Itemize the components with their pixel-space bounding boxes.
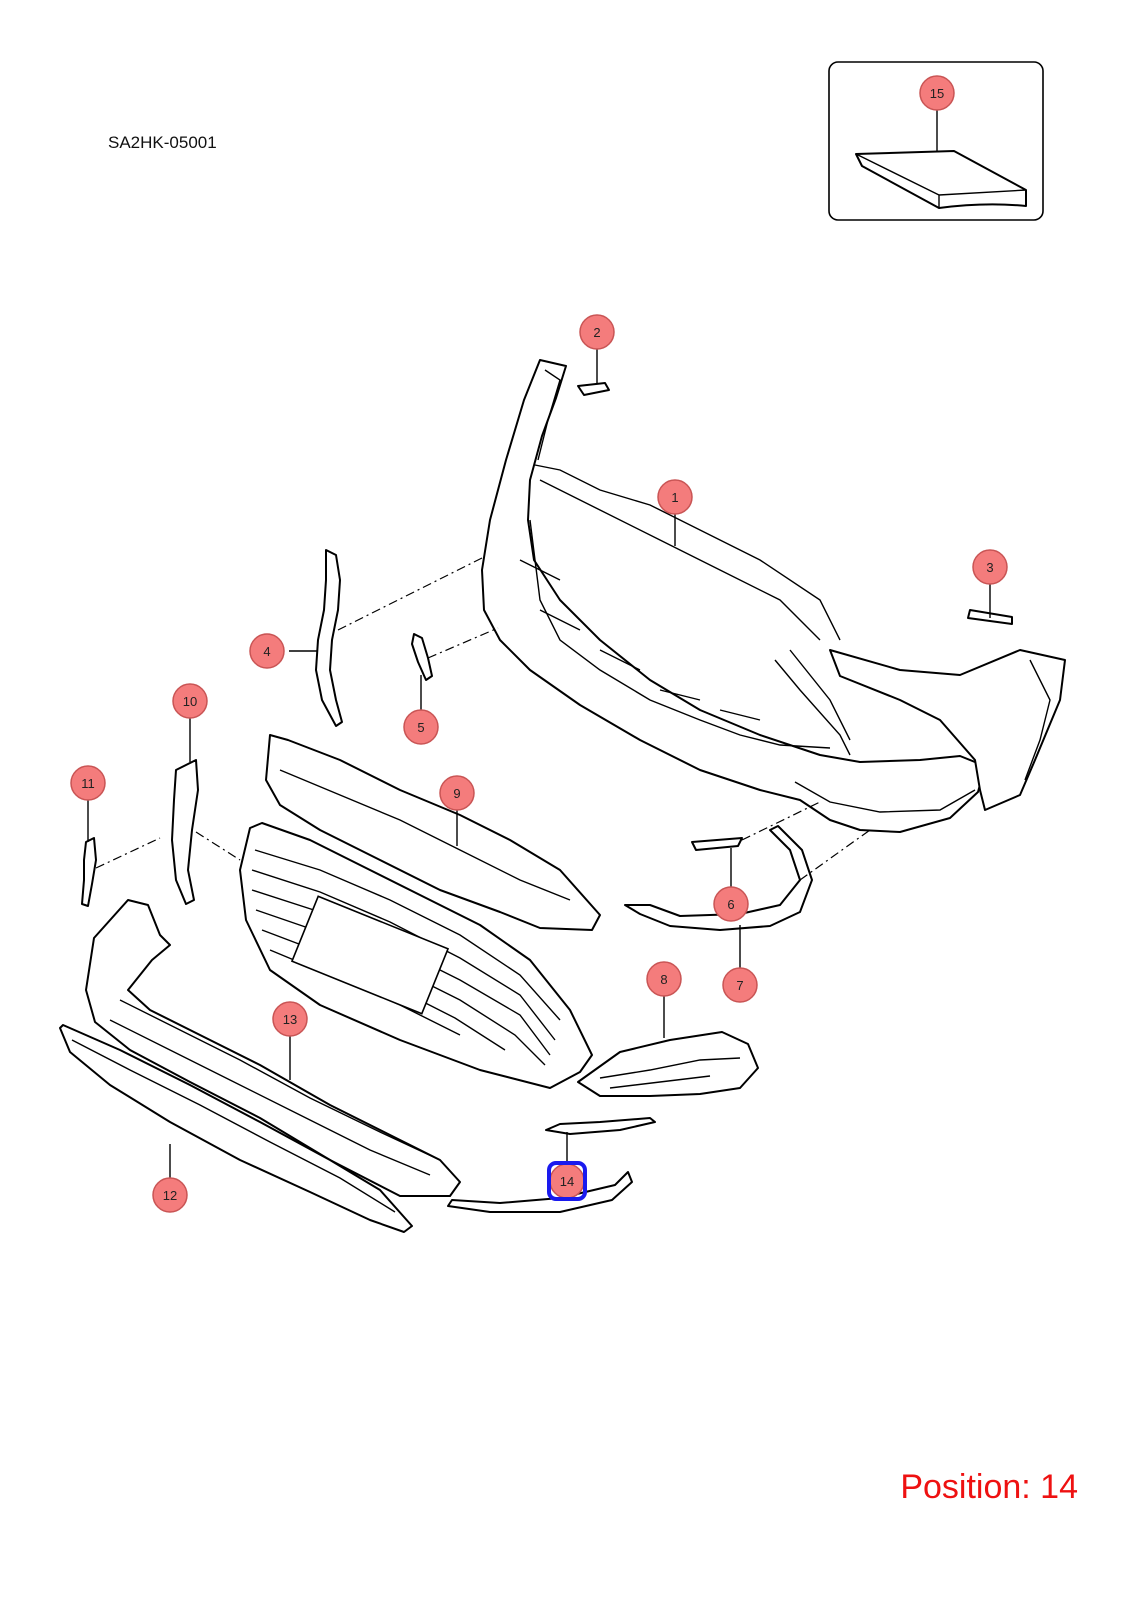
part-13-lower-spoiler[interactable] <box>85 899 461 1197</box>
part-11-bracket[interactable] <box>81 837 97 907</box>
inset-box <box>828 61 1044 221</box>
callout-14[interactable]: 14 <box>547 1161 587 1201</box>
callout-11[interactable]: 11 <box>70 765 106 801</box>
callout-label: 8 <box>660 972 667 987</box>
part-5-small-bracket[interactable] <box>411 633 433 681</box>
callout-13[interactable]: 13 <box>272 1001 308 1037</box>
callout-label: 11 <box>81 776 95 791</box>
callout-9[interactable]: 9 <box>439 775 475 811</box>
part-14-trim-strip[interactable] <box>447 1117 656 1213</box>
part-8-corner-grille[interactable] <box>577 1031 759 1097</box>
callout-5[interactable]: 5 <box>403 709 439 745</box>
callout-2[interactable]: 2 <box>579 314 615 350</box>
part-6-strip[interactable] <box>691 837 743 851</box>
callout-label: 5 <box>417 720 424 735</box>
selected-highlight <box>547 1161 587 1201</box>
callout-6[interactable]: 6 <box>713 886 749 922</box>
part-10-bracket[interactable] <box>171 759 199 905</box>
diagram-code: SA2HK-05001 <box>108 133 217 152</box>
callout-label: 2 <box>593 325 600 340</box>
callout-label: 9 <box>453 786 460 801</box>
callout-15[interactable]: 15 <box>919 75 955 111</box>
grille-body <box>239 822 593 1089</box>
callout-3[interactable]: 3 <box>972 549 1008 585</box>
callout-label: 7 <box>736 978 743 993</box>
callout-label: 15 <box>930 86 944 101</box>
callout-label: 6 <box>727 897 734 912</box>
callout-10[interactable]: 10 <box>172 683 208 719</box>
callout-7[interactable]: 7 <box>722 967 758 1003</box>
callout-label: 1 <box>671 490 678 505</box>
position-label: Position: 14 <box>900 1468 1078 1506</box>
callout-label: 14 <box>560 1174 574 1189</box>
part-2-clip[interactable] <box>577 382 610 396</box>
callout-label: 13 <box>283 1012 297 1027</box>
callout-4[interactable]: 4 <box>249 633 285 669</box>
leader-lines <box>87 110 991 1178</box>
part-4-left-bracket[interactable] <box>315 549 343 727</box>
callout-12[interactable]: 12 <box>152 1177 188 1213</box>
part-9-grille-upper[interactable] <box>265 734 601 931</box>
part-1-bumper-cover[interactable] <box>481 359 1066 833</box>
callout-1[interactable]: 1 <box>657 479 693 515</box>
callout-label: 10 <box>183 694 197 709</box>
assembly-lines <box>95 557 871 881</box>
callout-label: 12 <box>163 1188 177 1203</box>
callout-label: 3 <box>986 560 993 575</box>
part-12-lower-lip[interactable] <box>59 1024 413 1233</box>
callout-8[interactable]: 8 <box>646 961 682 997</box>
callout-label: 4 <box>263 644 270 659</box>
